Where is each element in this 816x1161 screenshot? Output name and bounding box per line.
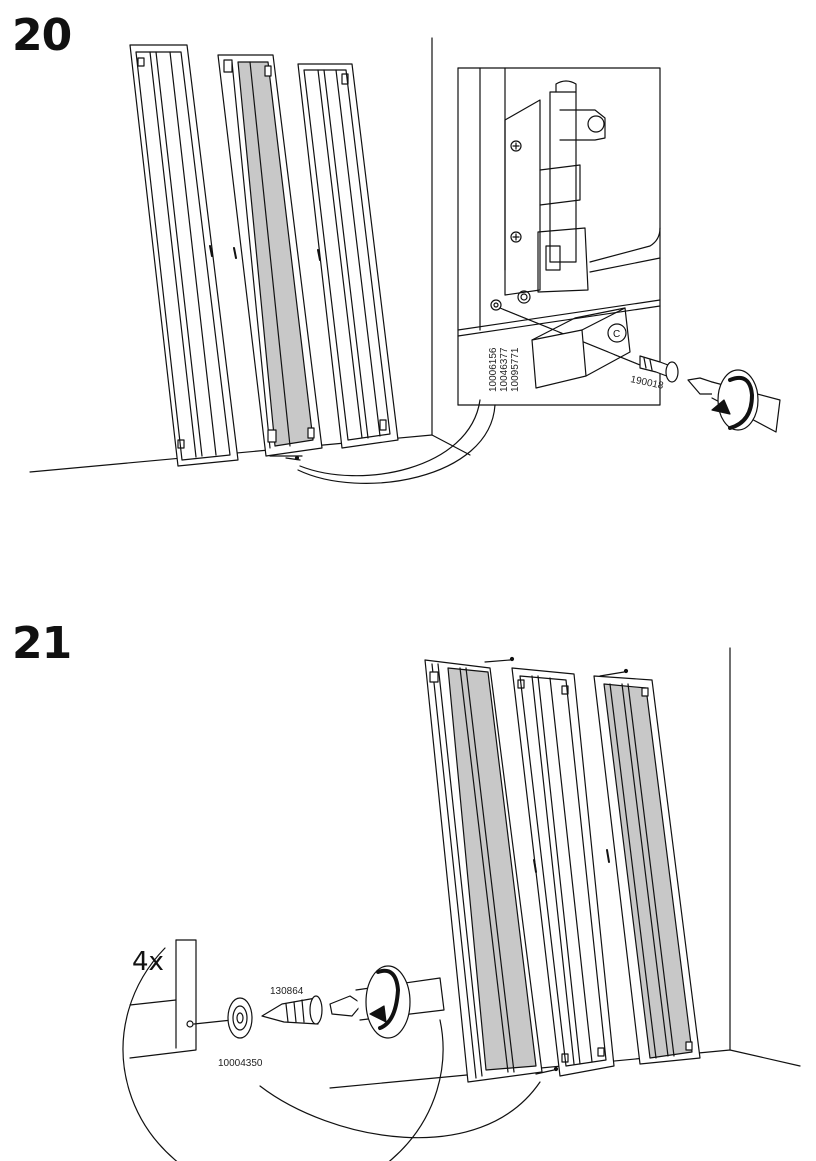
step-number-21: 21 (12, 618, 72, 669)
label-bag-1: 10006156 (488, 347, 499, 392)
screw-part-number-21: 130864 (270, 986, 304, 997)
cap-part-number: 10004350 (218, 1058, 263, 1069)
door-panel-left (424, 656, 543, 1083)
detail-pointer-curve (299, 399, 481, 477)
cover-cap-icon: C (531, 307, 631, 389)
floor-corner-line (431, 434, 471, 456)
door-panel-middle (217, 54, 323, 461)
label-bag-2: 10046377 (499, 347, 510, 392)
screw-detail-circle (122, 947, 444, 1161)
cover-letter: C (613, 329, 620, 340)
screw-icon (639, 355, 679, 383)
detail-pointer-curve (259, 1081, 541, 1139)
label-bag-3: 10095771 (510, 347, 521, 392)
screw-icon (261, 995, 323, 1025)
rotation-arrow-icon (711, 375, 754, 430)
screwdriver-icon (329, 965, 445, 1039)
door-panel-right (593, 668, 701, 1065)
step-20-illustration: C 10006156 10 (29, 37, 781, 484)
step-number-20: 20 (12, 10, 72, 61)
hinge-detail-box: C (457, 67, 679, 406)
step-21-illustration: 4x 130864 10004350 (122, 647, 801, 1161)
hinge-icon (504, 80, 661, 304)
cap-icon (227, 997, 253, 1039)
door-panel-middle (511, 667, 615, 1077)
rotation-arrow-icon (369, 968, 400, 1030)
door-panel-left (129, 44, 239, 467)
quantity-label: 4x (132, 947, 164, 977)
floor-corner-line (729, 1049, 801, 1067)
door-panel-right (297, 63, 399, 449)
